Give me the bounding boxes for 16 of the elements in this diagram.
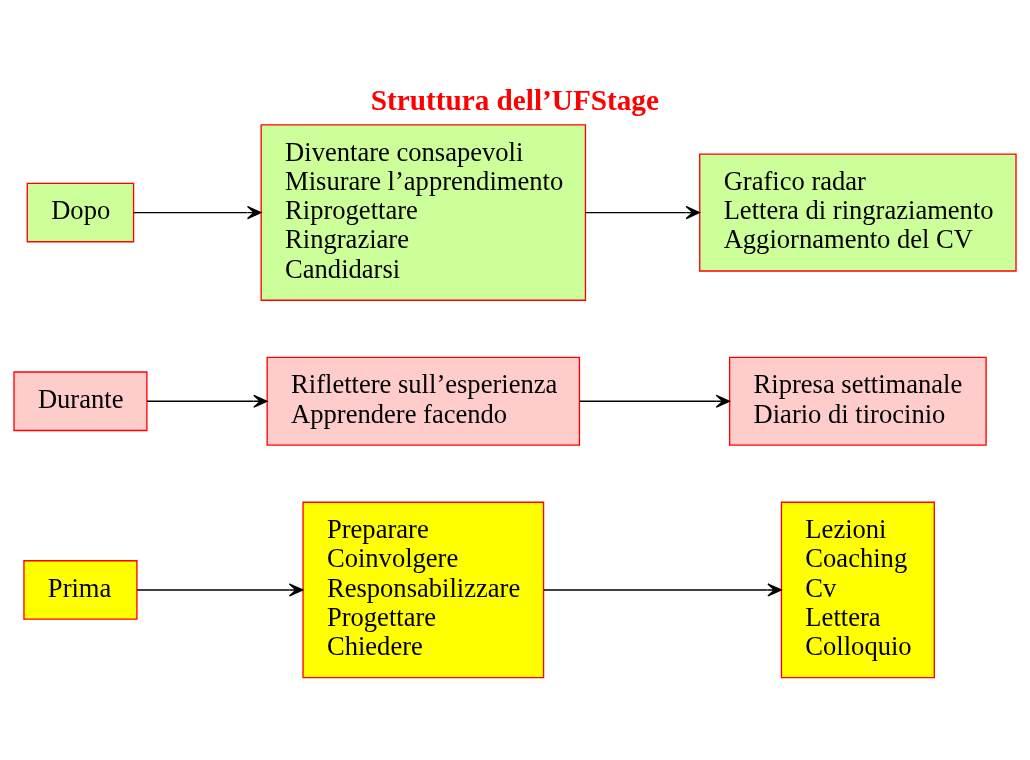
node-box: Dopo — [26, 182, 135, 243]
arrow — [136, 583, 304, 597]
arrow — [133, 205, 262, 220]
arrow — [146, 394, 268, 408]
node-box: Preparare Coinvolgere Responsabilizzare Progettare Chiedere — [302, 501, 545, 679]
arrow — [543, 583, 782, 597]
node-box: Durante — [13, 371, 148, 432]
arrow — [579, 394, 731, 408]
arrow — [584, 205, 701, 220]
diagram-title: Struttura dell’UFStage — [370, 83, 659, 116]
node-box: Grafico radar Lettera di ringraziamento Aggiornamento del CV — [699, 153, 1017, 272]
node-box: Prima — [23, 560, 138, 620]
node-box: Ripresa settimanale Diario di tirocinio — [728, 356, 987, 446]
node-box: Lezioni Coaching Cv Lettera Colloquio — [780, 501, 935, 679]
node-box: Diventare consapevoli Misurare l’apprendimento Riprogettare Ringraziare Candidarsi — [260, 124, 587, 301]
node-box: Riflettere sull’esperienza Apprendere facendo — [266, 356, 581, 446]
